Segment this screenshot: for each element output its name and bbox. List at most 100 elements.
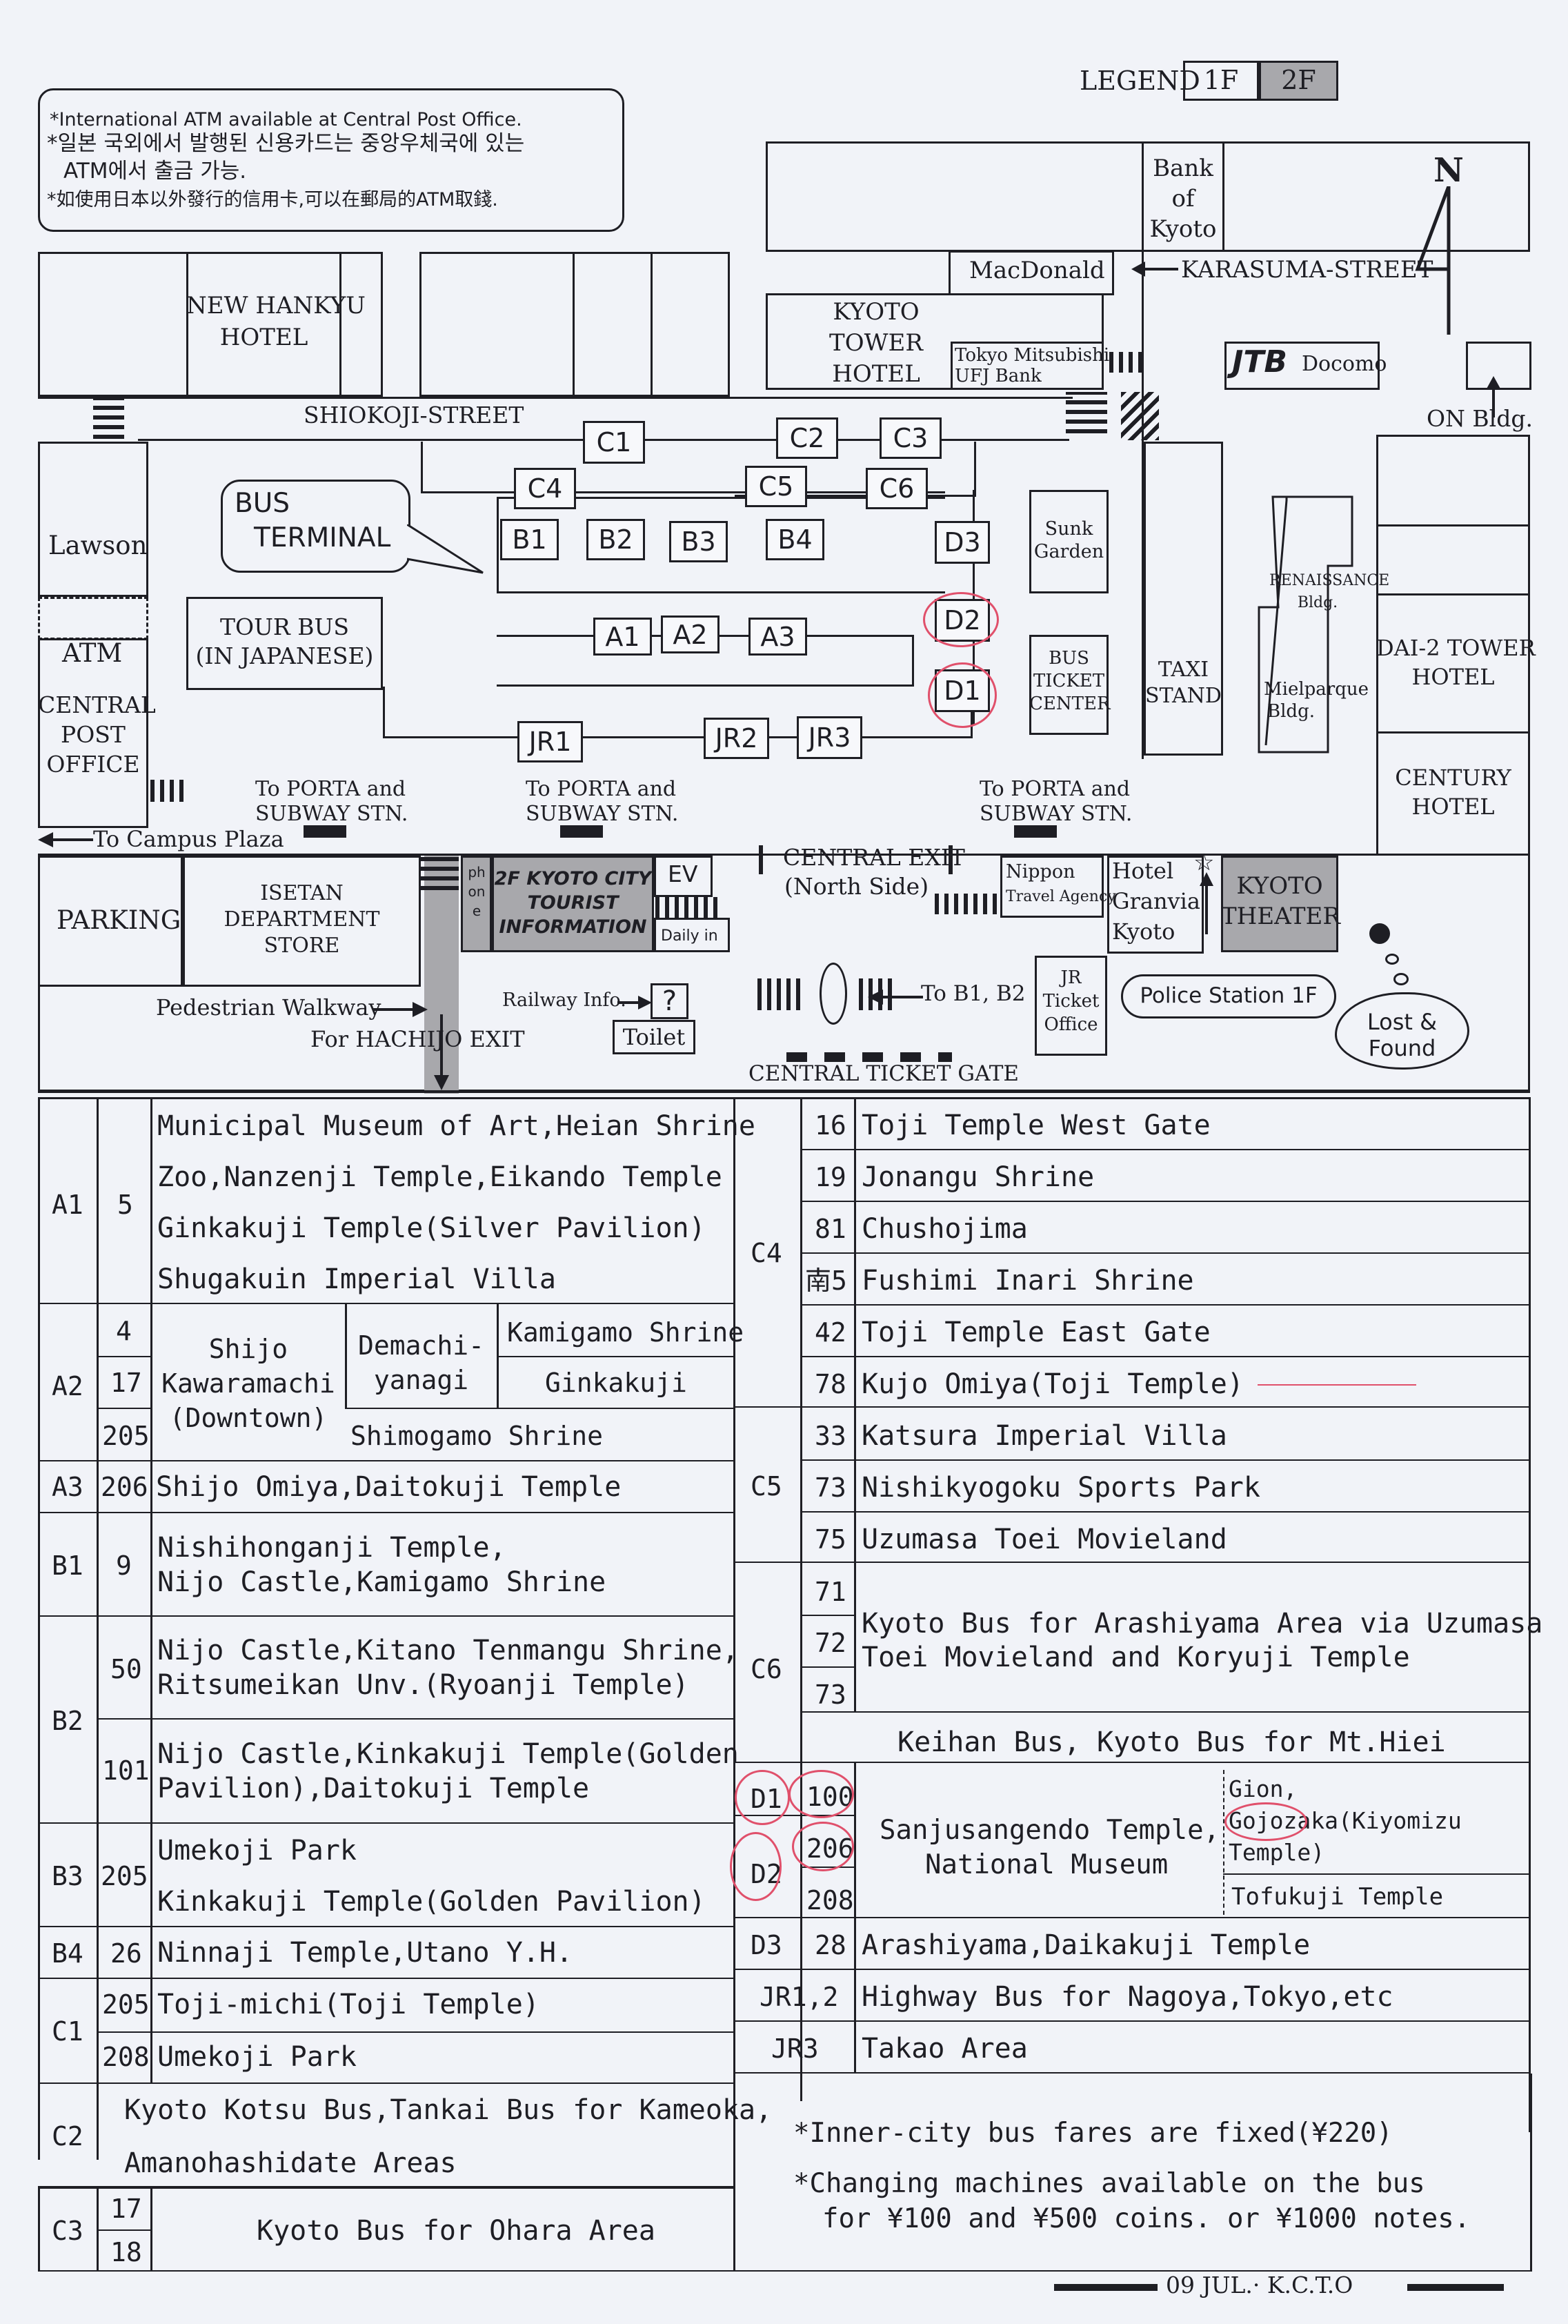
a2-area-col [345, 1304, 347, 1408]
central-exit-bar-left [759, 845, 763, 874]
middle-top-block [419, 252, 730, 397]
atm-box [38, 597, 148, 640]
c1-no2: 208 [102, 2042, 150, 2072]
c5-sep1 [800, 1511, 1530, 1513]
legend-label: LEGEND [1080, 66, 1200, 96]
stop-a2[interactable]: A2 [661, 616, 720, 653]
right-block-div3 [1376, 731, 1530, 733]
c2-dest-0: Kyoto Kotsu Bus,Tankai Bus for Kameoka, [124, 2094, 773, 2126]
stop-b1[interactable]: B1 [500, 519, 559, 560]
c4-sep0 [800, 1149, 1530, 1150]
b1-dest-0: Nishihonganji Temple, [157, 1532, 506, 1564]
stop-c5[interactable]: C5 [745, 466, 807, 507]
b2-dest1-1: Ritsumeikan Unv.(Ryoanji Temple) [157, 1669, 689, 1701]
stop-jr1[interactable]: JR1 [517, 721, 583, 762]
b2-no1: 50 [110, 1654, 142, 1684]
route-table: A1 5 Municipal Museum of Art,Heian Shrin… [0, 1090, 1568, 2194]
daily-in-box [654, 918, 730, 952]
row-c2 [38, 2084, 735, 2187]
taxi-stand-box [1144, 442, 1223, 756]
stop-a1[interactable]: A1 [593, 618, 652, 656]
atm-note-box [38, 88, 624, 232]
hachijo-label: For HACHIJO EXIT [310, 1026, 525, 1052]
footer-bar-left [1054, 2284, 1158, 2291]
footer-label: 09 JUL.· K.C.T.O [1166, 2272, 1353, 2298]
granvia-box [1107, 856, 1204, 954]
crosswalk-post [150, 780, 188, 802]
arrow-up-icon [1486, 376, 1501, 417]
c4-r5-dest: Kujo Omiya(Toji Temple) [862, 1368, 1244, 1400]
circle-100 [788, 1770, 854, 1818]
circle-d2-table [730, 1832, 782, 1901]
c1-dest2: Umekoji Park [157, 2041, 357, 2073]
stop-c2[interactable]: C2 [776, 417, 838, 459]
stop-c4[interactable]: C4 [514, 468, 576, 509]
stop-c1[interactable]: C1 [583, 421, 645, 464]
middle-top-divider2 [651, 252, 653, 397]
table-left-edge [38, 1097, 40, 2160]
stop-jr2[interactable]: JR2 [704, 718, 769, 759]
c4-stop: C4 [751, 1238, 782, 1268]
stop-b2[interactable]: B2 [586, 519, 645, 560]
d-block [733, 1763, 1530, 1918]
left-cols [97, 1097, 99, 2160]
row-a3 [38, 1461, 735, 1513]
nippon-travel-box [1000, 856, 1104, 918]
stop-c3[interactable]: C3 [880, 417, 942, 459]
karasuma-street-edge [1142, 252, 1144, 759]
jr12-col [854, 1970, 856, 2074]
lost-found-cloud[interactable] [1335, 992, 1469, 1070]
stop-b3[interactable]: B3 [669, 521, 728, 562]
note-coins: for ¥100 and ¥500 coins. or ¥1000 notes. [822, 2203, 1471, 2234]
stop-c6[interactable]: C6 [866, 468, 928, 509]
atm-label: ATM [62, 638, 123, 668]
a2-ginkakuji: Ginkakuji [545, 1368, 687, 1398]
shiokoji-street-line [38, 397, 1073, 399]
d3-no: 28 [815, 1930, 846, 1960]
c5-r1-no: 73 [815, 1473, 846, 1503]
stop-b4[interactable]: B4 [766, 519, 824, 560]
c4-r4-no: 42 [815, 1317, 846, 1348]
police-station[interactable]: Police Station 1F [1121, 974, 1336, 1018]
arrow-down-hachijo-icon [434, 1014, 449, 1090]
a1-no: 5 [117, 1190, 133, 1220]
circle-gojozaka [1224, 1802, 1307, 1841]
central-exit-bar-right [949, 845, 953, 874]
to-campus-label: To Campus Plaza [93, 826, 284, 852]
b2-dest2-1: Pavilion),Daitokuji Temple [157, 1773, 590, 1804]
stop-d3[interactable]: D3 [935, 521, 990, 564]
b3-dest-0: Umekoji Park [157, 1835, 357, 1867]
jr12-block [733, 1970, 1530, 2022]
table-top-line [38, 1090, 1530, 1093]
railway-info-label: Railway Info. [502, 989, 626, 1011]
row-a1 [38, 1097, 735, 1304]
thought-dot-1 [1369, 923, 1390, 944]
a3-no: 206 [101, 1472, 148, 1502]
b1-dest-1: Nijo Castle,Kamigamo Shrine [157, 1566, 606, 1598]
stop-jr3[interactable]: JR3 [797, 716, 862, 759]
atm-note-en: *International ATM available at Central … [50, 109, 522, 130]
a2-sep-shimo [345, 1408, 735, 1409]
right-block-div1 [1376, 524, 1530, 526]
stop-a3[interactable]: A3 [748, 618, 807, 656]
right-stop-col-bottom [800, 1970, 802, 2074]
c1-sep [97, 2031, 735, 2033]
c4-r2-no: 81 [815, 1214, 846, 1244]
c3-dest: Kyoto Bus for Ohara Area [257, 2215, 655, 2247]
a3-dest: Shijo Omiya,Daitokuji Temple [156, 1471, 622, 1503]
c5-no-col [854, 1408, 856, 1563]
pink-underline [1258, 1384, 1416, 1386]
notes-box [733, 2074, 1532, 2272]
new-hankyu-box [186, 252, 341, 397]
c4-r3-no: 南5 [805, 1266, 847, 1296]
c3-no-0: 17 [110, 2194, 142, 2224]
c4-sep3 [800, 1304, 1530, 1306]
a2-demachi: Demachi-yanagi [357, 1330, 485, 1395]
d3-dest: Arashiyama,Daikakuji Temple [862, 1929, 1311, 1961]
macdonald-label: MacDonald [969, 257, 1105, 284]
